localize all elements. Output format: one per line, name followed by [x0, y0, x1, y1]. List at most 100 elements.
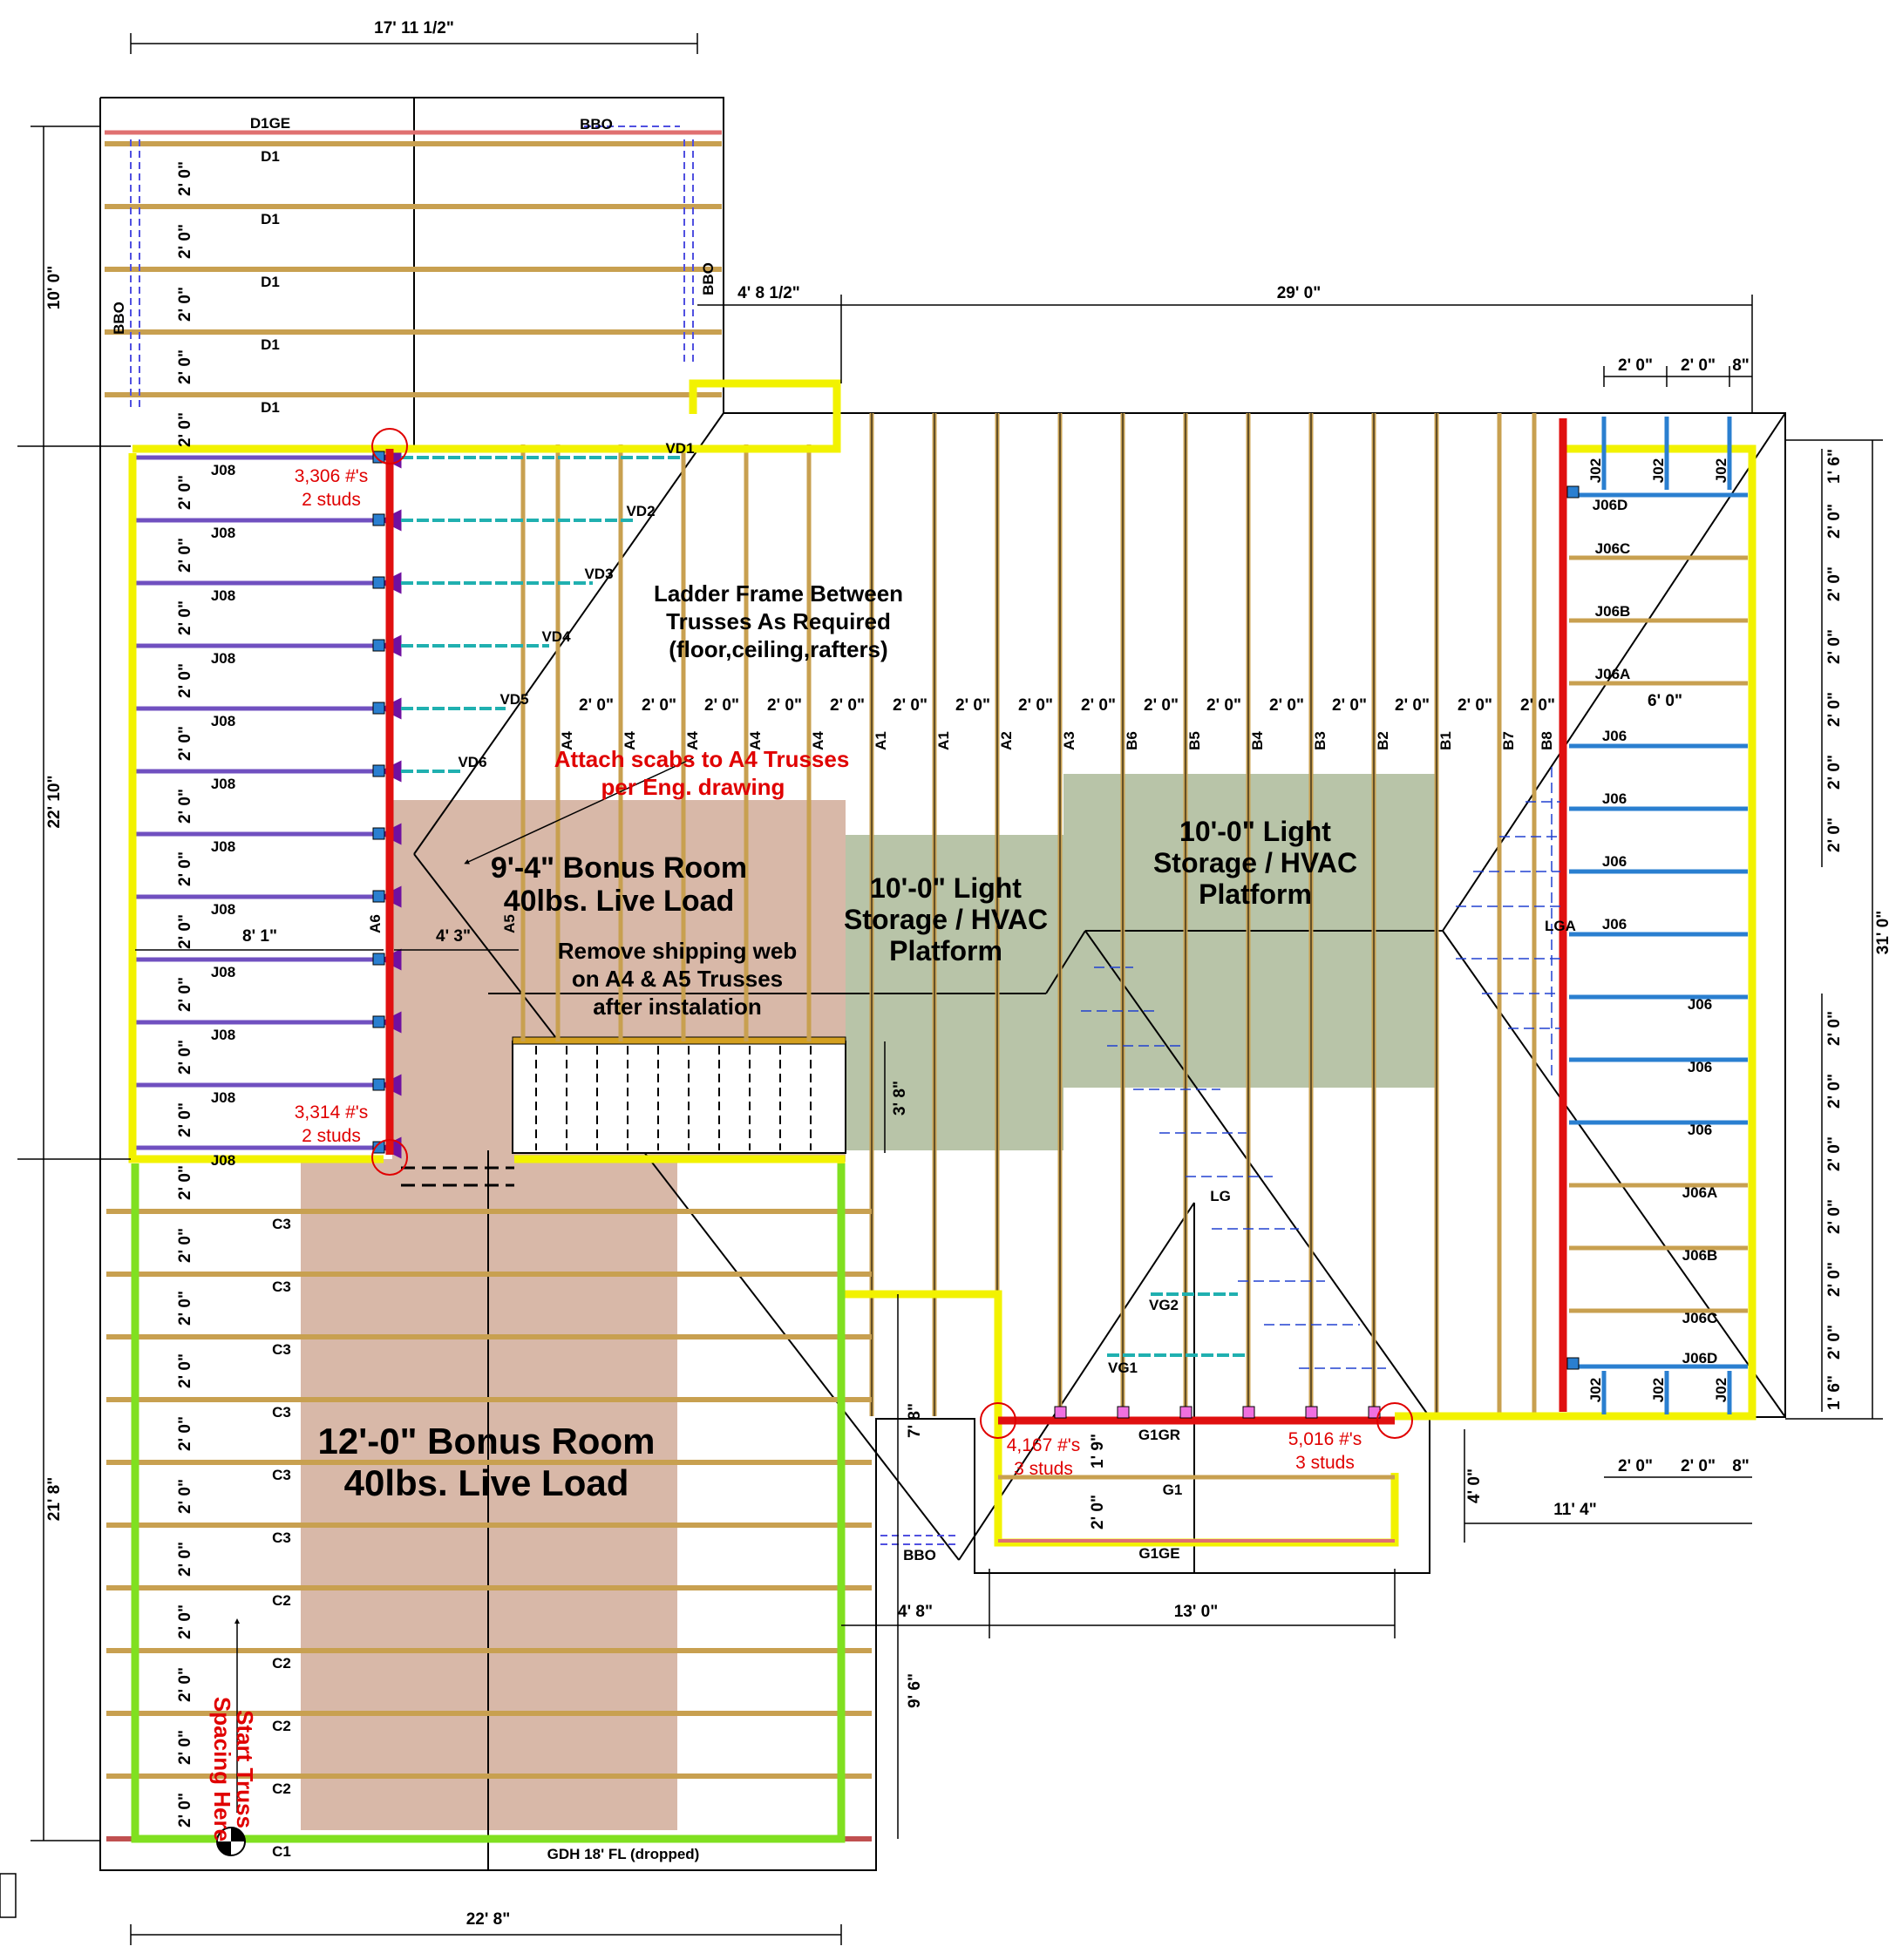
- svg-text:2' 0": 2' 0": [176, 1291, 194, 1326]
- svg-text:2' 0": 2' 0": [176, 789, 194, 824]
- svg-text:B8: B8: [1539, 731, 1555, 750]
- svg-text:A1: A1: [873, 731, 889, 750]
- bearing-walls: [128, 379, 1756, 1843]
- svg-text:2' 0": 2' 0": [176, 475, 194, 510]
- svg-text:B6: B6: [1124, 731, 1140, 750]
- svg-text:12'-0" Bonus Room: 12'-0" Bonus Room: [318, 1421, 656, 1462]
- dim-right-top-a: 1' 6": [1825, 449, 1844, 484]
- svg-text:2' 0": 2' 0": [830, 696, 865, 715]
- dim-right: 31' 0": [1874, 911, 1889, 955]
- svg-text:4,167 #'s: 4,167 #'s: [1007, 1435, 1081, 1455]
- svg-text:2' 0": 2' 0": [893, 696, 928, 715]
- svg-text:Platform: Platform: [1199, 878, 1312, 910]
- svg-text:2' 0": 2' 0": [1144, 696, 1179, 715]
- svg-text:2' 0": 2' 0": [176, 1228, 194, 1263]
- ladder-note: Ladder Frame Between Trusses As Required…: [464, 580, 903, 865]
- svg-text:2' 0": 2' 0": [1825, 755, 1844, 790]
- svg-text:2' 0": 2' 0": [176, 412, 194, 447]
- svg-text:2' 0": 2' 0": [1618, 356, 1653, 375]
- dim-garage-drop: 4' 0": [1465, 1468, 1484, 1503]
- svg-text:2' 0": 2' 0": [176, 224, 194, 259]
- web-note-3: after instalation: [593, 994, 762, 1020]
- dim-mid-width: 29' 0": [1277, 284, 1322, 302]
- svg-text:D1: D1: [261, 399, 280, 416]
- svg-text:D1: D1: [261, 148, 280, 165]
- svg-text:10'-0" Light: 10'-0" Light: [1179, 816, 1331, 847]
- svg-text:J06B: J06B: [1595, 603, 1631, 620]
- dim-garage-right: 11' 4": [1553, 1501, 1596, 1519]
- svg-text:J06: J06: [1688, 1059, 1712, 1075]
- dim-bottom: 22' 8": [466, 1910, 511, 1929]
- scab-note-1: Attach scabs to A4 Trusses: [554, 746, 850, 772]
- svg-text:8": 8": [1732, 1457, 1750, 1475]
- svg-text:J08: J08: [211, 901, 235, 918]
- svg-text:9'-4" Bonus Room: 9'-4" Bonus Room: [491, 851, 747, 885]
- j08-jacks: [129, 446, 402, 1159]
- svg-text:C1: C1: [272, 1843, 291, 1860]
- svg-text:A4: A4: [622, 731, 638, 750]
- svg-text:D1: D1: [261, 274, 280, 290]
- svg-text:A4: A4: [747, 731, 764, 750]
- svg-text:A4: A4: [559, 731, 575, 750]
- svg-text:VG1: VG1: [1108, 1360, 1138, 1376]
- svg-text:C3: C3: [272, 1467, 291, 1483]
- start-note-1: Start Truss: [232, 1710, 258, 1828]
- svg-text:J02: J02: [1587, 458, 1604, 483]
- svg-text:2' 0": 2' 0": [1825, 566, 1844, 601]
- svg-text:2' 0": 2' 0": [1332, 696, 1367, 715]
- svg-text:A6: A6: [367, 914, 384, 933]
- svg-text:2' 0": 2' 0": [176, 1730, 194, 1765]
- svg-text:Storage / HVAC: Storage / HVAC: [1153, 847, 1357, 878]
- svg-text:VD4: VD4: [541, 628, 571, 645]
- dim-g1-space2: 2' 0": [1089, 1495, 1107, 1529]
- svg-text:J02: J02: [1713, 1378, 1729, 1402]
- garage-hangers: [1054, 1406, 1381, 1419]
- truss-labels-left: D1GE D1 D1 D1 D1 D1 J08 J08 J08 J08 J08 …: [211, 115, 826, 1860]
- svg-text:2' 0": 2' 0": [176, 851, 194, 886]
- svg-text:B7: B7: [1500, 731, 1517, 750]
- dim-lower-width: 13' 0": [1174, 1603, 1219, 1621]
- svg-text:J06: J06: [1688, 1122, 1712, 1138]
- corner-box: [0, 1873, 17, 1918]
- svg-text:3,314 #'s: 3,314 #'s: [295, 1102, 369, 1122]
- svg-text:J08: J08: [211, 1089, 235, 1106]
- svg-text:B4: B4: [1249, 731, 1266, 750]
- svg-text:2' 0": 2' 0": [1825, 1325, 1844, 1360]
- dim-left-middle: 22' 10": [45, 775, 64, 828]
- svg-text:2' 0": 2' 0": [767, 696, 802, 715]
- svg-text:2' 0": 2' 0": [1825, 692, 1844, 727]
- svg-text:VD3: VD3: [584, 566, 613, 582]
- svg-text:2' 0": 2' 0": [1520, 696, 1555, 715]
- stair-header: [512, 1036, 846, 1045]
- dim-right-bottom-a: 1' 6": [1825, 1375, 1844, 1410]
- svg-text:2' 0": 2' 0": [1458, 696, 1492, 715]
- svg-text:C2: C2: [272, 1655, 291, 1672]
- svg-text:A3: A3: [1061, 731, 1077, 750]
- svg-text:J08: J08: [211, 964, 235, 980]
- j06-letter-trusses: [1569, 555, 1748, 1313]
- svg-text:2' 0": 2' 0": [1825, 1136, 1844, 1171]
- svg-text:A2: A2: [998, 731, 1015, 750]
- svg-text:2' 0": 2' 0": [176, 1542, 194, 1577]
- svg-text:2' 0": 2' 0": [1825, 1011, 1844, 1046]
- svg-text:2' 0": 2' 0": [1395, 696, 1430, 715]
- svg-text:J08: J08: [211, 776, 235, 792]
- dim-lower-gap: 7' 8": [906, 1403, 924, 1438]
- svg-text:2' 0": 2' 0": [176, 1040, 194, 1075]
- svg-text:2' 0": 2' 0": [1825, 629, 1844, 664]
- svg-text:BBO: BBO: [580, 116, 613, 132]
- svg-text:Platform: Platform: [889, 935, 1002, 966]
- svg-text:D1GE: D1GE: [250, 115, 290, 132]
- svg-text:J06D: J06D: [1682, 1350, 1718, 1367]
- svg-text:2' 0": 2' 0": [176, 161, 194, 196]
- svg-text:2' 0": 2' 0": [1018, 696, 1053, 715]
- svg-text:2' 0": 2' 0": [1825, 504, 1844, 539]
- svg-text:2' 0": 2' 0": [176, 977, 194, 1012]
- svg-text:A4: A4: [810, 731, 826, 750]
- svg-text:J08: J08: [211, 587, 235, 604]
- svg-text:GDH 18' FL (dropped): GDH 18' FL (dropped): [547, 1846, 700, 1862]
- svg-text:2' 0": 2' 0": [955, 696, 990, 715]
- svg-text:J06D: J06D: [1593, 497, 1628, 513]
- svg-text:2' 0": 2' 0": [1825, 1199, 1844, 1234]
- svg-text:J06: J06: [1688, 996, 1712, 1013]
